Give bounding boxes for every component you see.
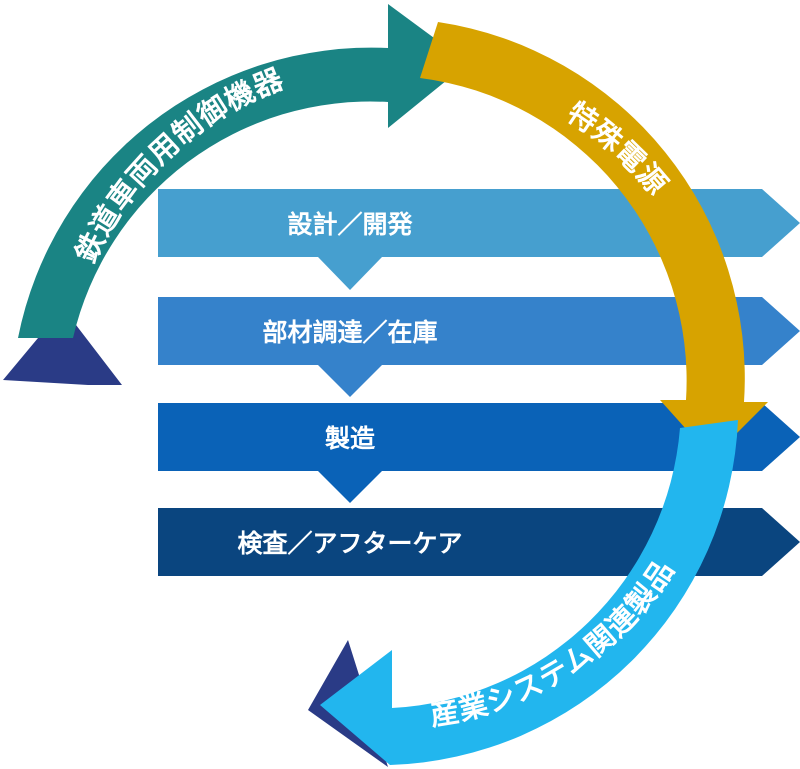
process-step-2-label: 部材調達／在庫 — [262, 318, 437, 347]
process-step-2-band — [158, 297, 800, 365]
process-steps: 設計／開発 部材調達／在庫 製造 検査／アフターケア — [158, 189, 800, 576]
cycle-arrow-3 — [320, 420, 738, 765]
cycle-ring — [3, 4, 768, 767]
connector-chevron-2 — [318, 365, 382, 397]
process-step-3-label: 製造 — [324, 424, 375, 453]
connector-chevron-1 — [318, 257, 382, 290]
process-step-1-label: 設計／開発 — [287, 210, 413, 239]
process-step-3-band — [158, 403, 800, 471]
cycle-arrow-1 — [18, 4, 468, 338]
cycle-arrow-2 — [420, 22, 768, 458]
process-step-4-label: 検査／アフターケア — [237, 529, 462, 558]
connector-chevron-3 — [318, 471, 382, 503]
